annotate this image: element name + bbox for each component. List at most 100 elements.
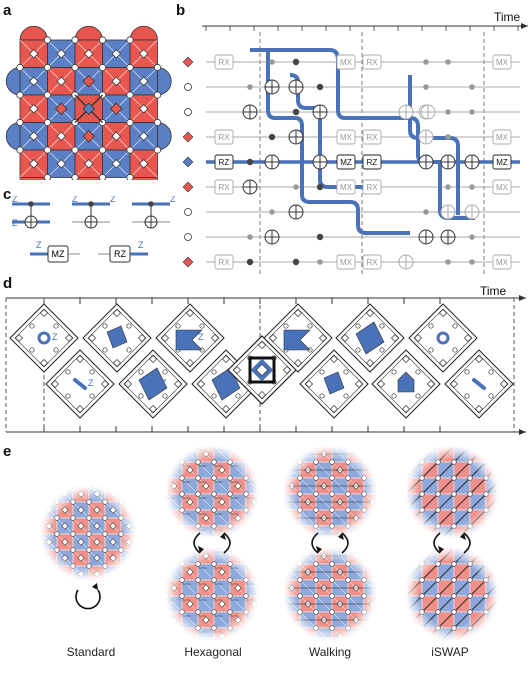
row-measure-qubit-marker xyxy=(182,256,194,268)
stabilizer-plaquette xyxy=(380,446,396,462)
stabilizer-plaquette xyxy=(262,564,278,580)
data-qubit xyxy=(406,548,409,551)
self-loop-arrow xyxy=(75,589,101,610)
stabilizer-plaquette xyxy=(406,509,407,527)
stabilizer-plaquette xyxy=(363,627,376,640)
data-qubit xyxy=(180,540,185,545)
stabilizer-plaquette xyxy=(502,446,518,462)
variant-fade xyxy=(41,486,135,580)
time-label-d: Time xyxy=(480,284,507,298)
data-qubit xyxy=(415,369,421,375)
data-qubit xyxy=(266,476,271,481)
data-qubit xyxy=(43,63,52,72)
variant-fade xyxy=(406,548,498,640)
measure-qubit xyxy=(385,483,392,490)
z-label: Z xyxy=(52,332,58,342)
measure-qubit xyxy=(64,333,74,343)
measure-qubit xyxy=(123,379,133,389)
measure-qubit xyxy=(45,570,53,578)
plaquette-diagonal xyxy=(137,470,153,486)
measure-qubit xyxy=(138,48,149,59)
plaquette-diagonal xyxy=(262,446,278,462)
mz-gate-box xyxy=(492,154,512,170)
logical-state-shape xyxy=(106,325,128,349)
measure-qubit xyxy=(155,569,162,576)
measure-qubit xyxy=(137,333,147,343)
data-qubit xyxy=(266,460,271,465)
measure-qubit xyxy=(267,617,274,624)
data-qubit xyxy=(266,492,271,497)
data-qubit xyxy=(43,36,52,44)
plaquette-diagonal xyxy=(246,542,262,558)
stabilizer-plaquette xyxy=(406,477,407,495)
plaquette-diagonal xyxy=(166,627,183,640)
plaquette-diagonal xyxy=(390,542,406,558)
plaquette-diagonal xyxy=(380,532,396,548)
data-qubit xyxy=(126,146,134,154)
control-dot xyxy=(316,233,324,241)
measure-qubit xyxy=(185,358,195,368)
rx-gate-label: RX xyxy=(218,258,230,267)
data-qubit xyxy=(148,546,153,551)
time-arrow-head xyxy=(521,23,528,29)
plaquette-diagonal xyxy=(166,446,167,447)
rz-gate-label: RZ xyxy=(367,158,378,167)
plaquette-diagonal xyxy=(262,510,278,526)
mx-gate-label: MX xyxy=(496,133,509,142)
data-qubit xyxy=(388,578,393,583)
measure-qubit xyxy=(28,48,39,59)
data-qubit xyxy=(282,540,287,545)
plaquette-diagonal xyxy=(166,542,182,558)
rx-gate-label: RX xyxy=(366,133,378,142)
data-qubit xyxy=(126,118,134,127)
plaquette-diagonal xyxy=(166,579,167,597)
stabilizer-plaquette xyxy=(137,566,153,582)
stabilizer-plaquette xyxy=(262,510,278,526)
measure-qubit xyxy=(39,358,49,368)
plaquette-diagonal xyxy=(406,461,407,479)
stabilizer-plaquette xyxy=(469,548,487,549)
data-qubit xyxy=(406,577,409,583)
data-qubit xyxy=(298,540,303,545)
plaquette-diagonal xyxy=(406,563,407,581)
plaquette-diagonal xyxy=(284,509,285,527)
stabilizer-plaquette xyxy=(137,534,153,550)
highlighted-measure-qubit xyxy=(82,130,95,143)
stabilizer-plaquette xyxy=(262,548,278,564)
measure-qubit xyxy=(160,333,170,343)
stabilizer-plaquette xyxy=(166,542,182,558)
data-qubit xyxy=(243,548,249,551)
stabilizer-plaquette xyxy=(262,446,278,462)
data-qubit xyxy=(179,548,185,551)
measure-qubit xyxy=(50,379,60,389)
data-qubit xyxy=(388,476,393,481)
measure-qubit xyxy=(142,523,149,530)
data-qubit xyxy=(388,460,393,465)
measure-qubit xyxy=(196,379,206,389)
stabilizer-plaquette xyxy=(380,564,396,580)
plaquette-diagonal xyxy=(262,612,278,628)
plaquette-diagonal xyxy=(406,548,407,565)
boundary-stabilizer xyxy=(157,122,172,151)
plaquette-diagonal xyxy=(364,542,380,558)
data-qubit xyxy=(102,323,108,329)
data-qubit xyxy=(266,540,271,545)
cycle-arrow xyxy=(463,532,471,554)
data-qubit xyxy=(148,508,153,513)
measure-qubit xyxy=(62,475,69,482)
measure-qubit xyxy=(39,308,49,318)
plaquette-diagonal xyxy=(502,532,518,548)
plaquette-diagonal xyxy=(284,446,285,447)
plaquette-diagonal xyxy=(262,564,278,580)
legend-rz-label: RZ xyxy=(114,249,126,259)
data-qubit xyxy=(282,530,287,535)
measure-qubit xyxy=(340,333,350,343)
control-dot xyxy=(247,234,253,240)
data-qubit xyxy=(297,446,303,449)
stabilizer-plaquette xyxy=(284,493,285,511)
measure-qubit xyxy=(30,507,37,514)
data-qubit xyxy=(378,476,383,481)
plaquette-diagonal xyxy=(104,486,122,487)
data-qubit xyxy=(148,492,153,497)
measure-qubit xyxy=(138,76,149,87)
